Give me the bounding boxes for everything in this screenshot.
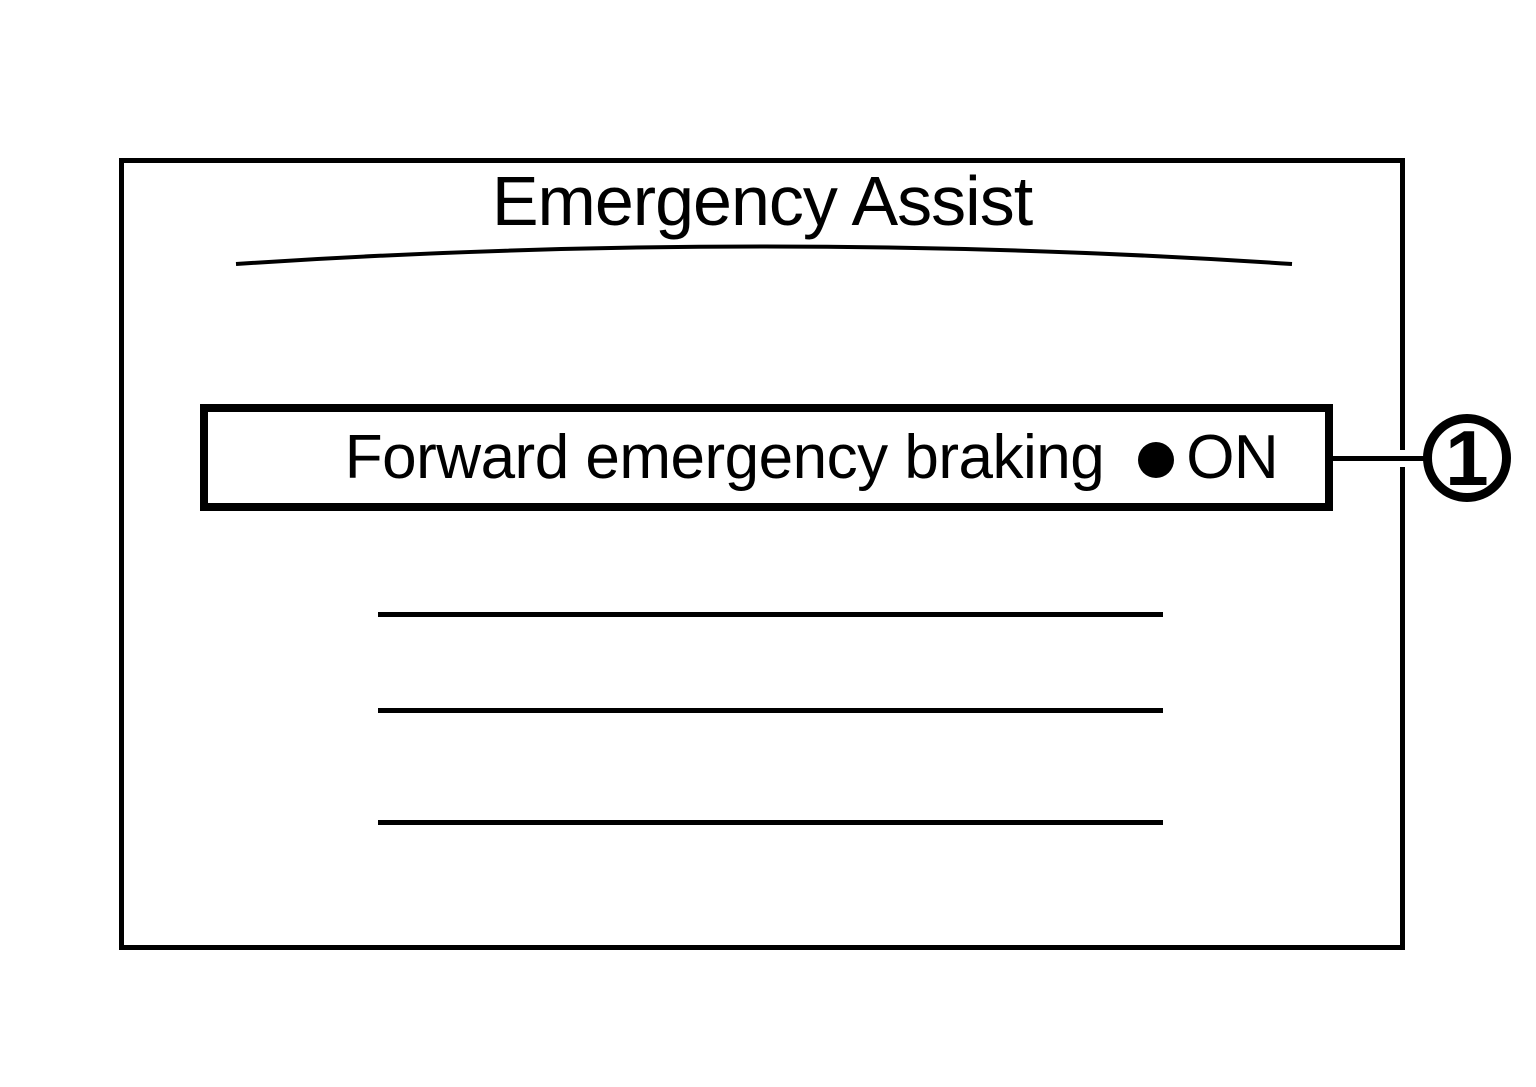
placeholder-line	[378, 708, 1163, 713]
menu-item-forward-emergency-braking[interactable]: Forward emergency braking ON	[200, 404, 1333, 511]
placeholder-line	[378, 612, 1163, 617]
callout-leader-line	[1333, 450, 1425, 467]
status-value: ON	[1186, 422, 1279, 492]
screen-title: Emergency Assist	[491, 162, 1033, 240]
placeholder-line	[378, 820, 1163, 825]
callout-1-badge: 1	[1423, 414, 1511, 502]
screen-frame	[119, 158, 1405, 950]
menu-item-label: Forward emergency braking	[344, 422, 1105, 492]
status-dot-icon	[1138, 442, 1175, 478]
